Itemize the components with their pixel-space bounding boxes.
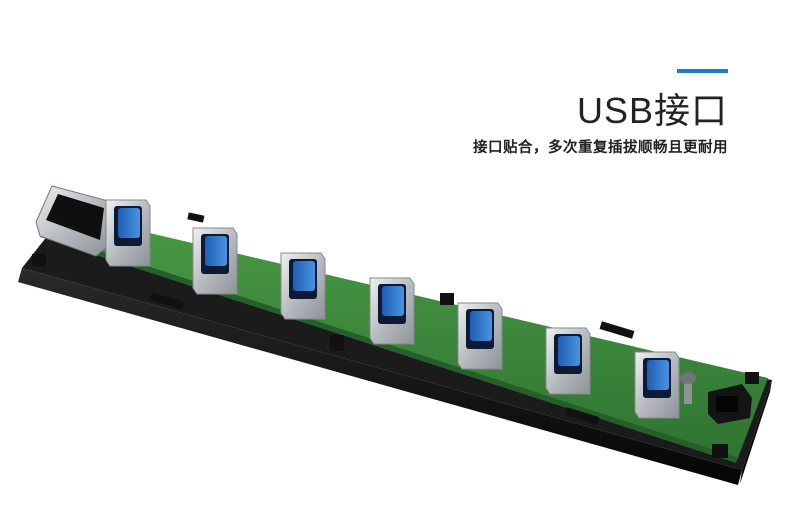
usb-port-5 (457, 302, 503, 370)
housing-clips (32, 212, 759, 458)
usb-port-6 (545, 327, 591, 395)
usb-port-1 (105, 199, 151, 267)
page-title: USB接口 (576, 90, 728, 131)
usb-port-2 (192, 227, 238, 295)
usb-a-ports (105, 199, 680, 419)
page-subtitle: 接口贴合，多次重复插拔顺畅且更耐用 (473, 140, 728, 156)
usb-port-7 (634, 351, 680, 419)
capacitor-post (680, 372, 696, 404)
usb-b-input-port (35, 185, 113, 257)
accent-line (677, 69, 728, 73)
dc-power-jack (708, 384, 752, 424)
usb-port-4 (369, 277, 415, 345)
usb-port-3 (280, 252, 326, 320)
